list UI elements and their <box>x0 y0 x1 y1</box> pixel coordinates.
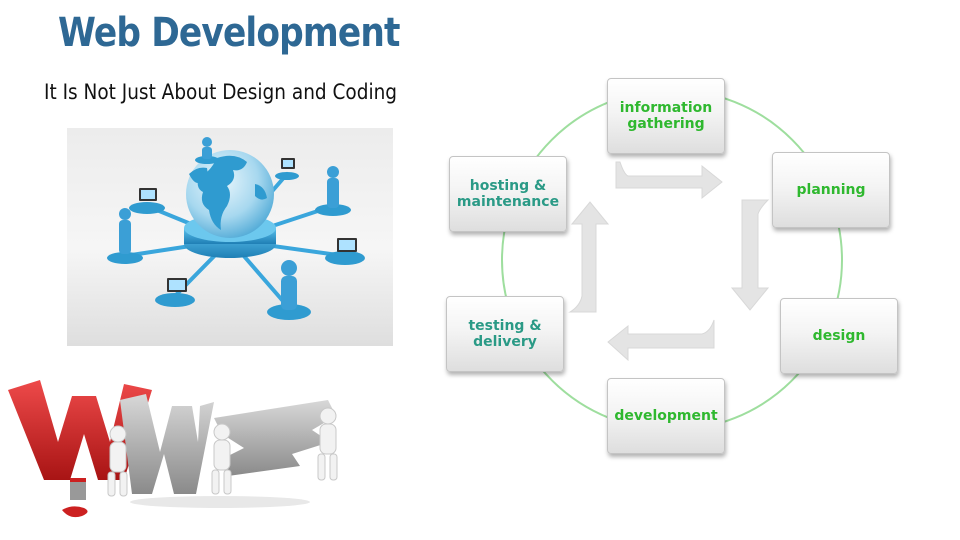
stage-hosting-maintenance: hosting & maintenance <box>449 156 567 232</box>
cycle-arrow-down-icon <box>730 199 770 311</box>
globe-network-icon <box>107 137 365 320</box>
stage-design: design <box>780 298 898 374</box>
stage-planning: planning <box>772 152 890 228</box>
www-illustration <box>0 362 360 532</box>
page-subtitle: It Is Not Just About Design and Coding <box>44 80 398 104</box>
cycle-arrow-right-icon <box>615 161 723 200</box>
cycle-arrow-up-icon <box>568 201 610 313</box>
stage-development: development <box>607 378 725 454</box>
page-title: Web Development <box>58 10 400 56</box>
cycle-arrow-left-icon <box>607 319 715 362</box>
stage-information-gathering: information gathering <box>607 78 725 154</box>
network-illustration <box>67 128 393 346</box>
www-letters-icon <box>8 380 338 518</box>
stage-testing-delivery: testing & delivery <box>446 296 564 372</box>
